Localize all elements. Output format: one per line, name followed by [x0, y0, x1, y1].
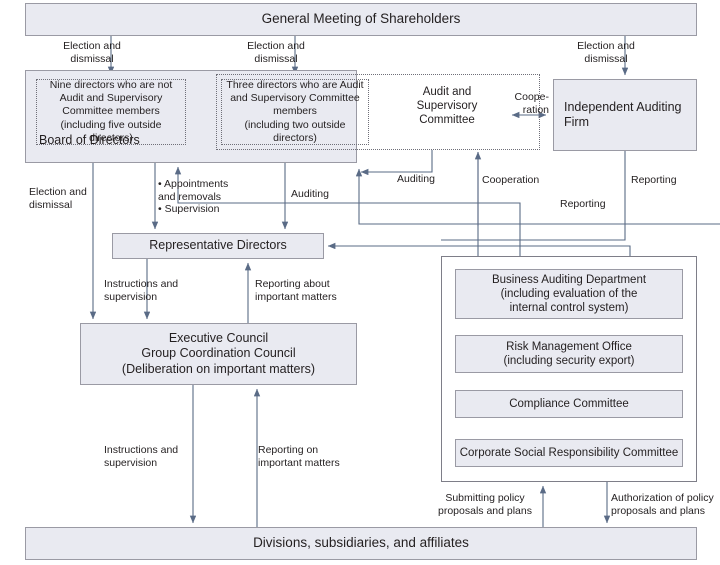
node-label: Corporate Social Responsibility Committe…	[459, 446, 679, 459]
node-nine-directors: Nine directors who are not Audit and Sup…	[36, 79, 186, 145]
node-three-directors: Three directors who are Audit and Superv…	[221, 79, 369, 145]
edge-label-appointments-supervision: • Appointments and removals • Supervisio…	[158, 178, 229, 216]
node-csr-committee: Corporate Social Responsibility Committe…	[455, 439, 683, 467]
node-audit-and-supervisory-committee: Audit and Supervisory Committee	[416, 86, 478, 126]
node-label: Independent Auditing Firm	[564, 99, 682, 129]
node-risk-management-office: Risk Management Office (including securi…	[455, 335, 683, 373]
edge-label-cooperation-top: Coope- ration	[514, 91, 549, 116]
node-label: Business Auditing Department (including …	[491, 273, 647, 314]
node-label: Representative Directors	[149, 238, 287, 253]
node-label: Nine directors who are not Audit and Sup…	[49, 79, 173, 144]
node-label: Three directors who are Audit and Superv…	[226, 79, 364, 144]
edge-label-election-dismissal-1: Election and dismissal	[63, 40, 121, 65]
edge-label-cooperation-mid: Cooperation	[482, 174, 540, 186]
edge-label-authorization-policy: Authorization of policy proposals and pl…	[611, 492, 714, 517]
edge-label-election-dismissal-2: Election and dismissal	[247, 40, 305, 65]
node-label: Executive Council Group Coordination Cou…	[121, 331, 316, 376]
node-label: General Meeting of Shareholders	[261, 11, 461, 27]
edge-label-instructions-supervision-1: Instructions and supervision	[104, 278, 179, 303]
edge-label-reporting-on-important: Reporting on important matters	[258, 444, 340, 469]
node-label: Compliance Committee	[509, 397, 629, 410]
edge-label-election-dismissal-3: Election and dismissal	[577, 40, 635, 65]
node-executive-council: Executive Council Group Coordination Cou…	[80, 323, 357, 385]
node-divisions-subsidiaries-affiliates: Divisions, subsidiaries, and affiliates	[25, 527, 697, 560]
edge-label-reporting-inner: Reporting	[560, 198, 606, 210]
edge-label-instructions-supervision-2: Instructions and supervision	[104, 444, 179, 469]
edge-label-election-dismissal-4: Election and dismissal	[29, 186, 87, 211]
board-of-directors-title: Board of Directors	[39, 133, 140, 147]
node-compliance-committee: Compliance Committee	[455, 390, 683, 418]
edge-label-reporting-about-important: Reporting about important matters	[255, 278, 337, 303]
node-board-of-directors	[25, 70, 357, 163]
edge-label-submitting-policy: Submitting policy proposals and plans	[438, 492, 532, 517]
node-business-auditing-department: Business Auditing Department (including …	[455, 269, 683, 319]
edge-label-reporting-right: Reporting	[631, 174, 677, 186]
edge-label-auditing-center: Auditing	[291, 188, 329, 200]
node-general-meeting-of-shareholders: General Meeting of Shareholders	[25, 3, 697, 36]
node-label: Divisions, subsidiaries, and affiliates	[253, 535, 469, 551]
node-representative-directors: Representative Directors	[112, 233, 324, 259]
edge-label-auditing-right: Auditing	[397, 173, 435, 185]
audit-supervisory-committee-region	[216, 74, 540, 150]
node-label: Risk Management Office (including securi…	[503, 340, 635, 367]
node-independent-auditing-firm: Independent Auditing Firm	[553, 79, 697, 151]
